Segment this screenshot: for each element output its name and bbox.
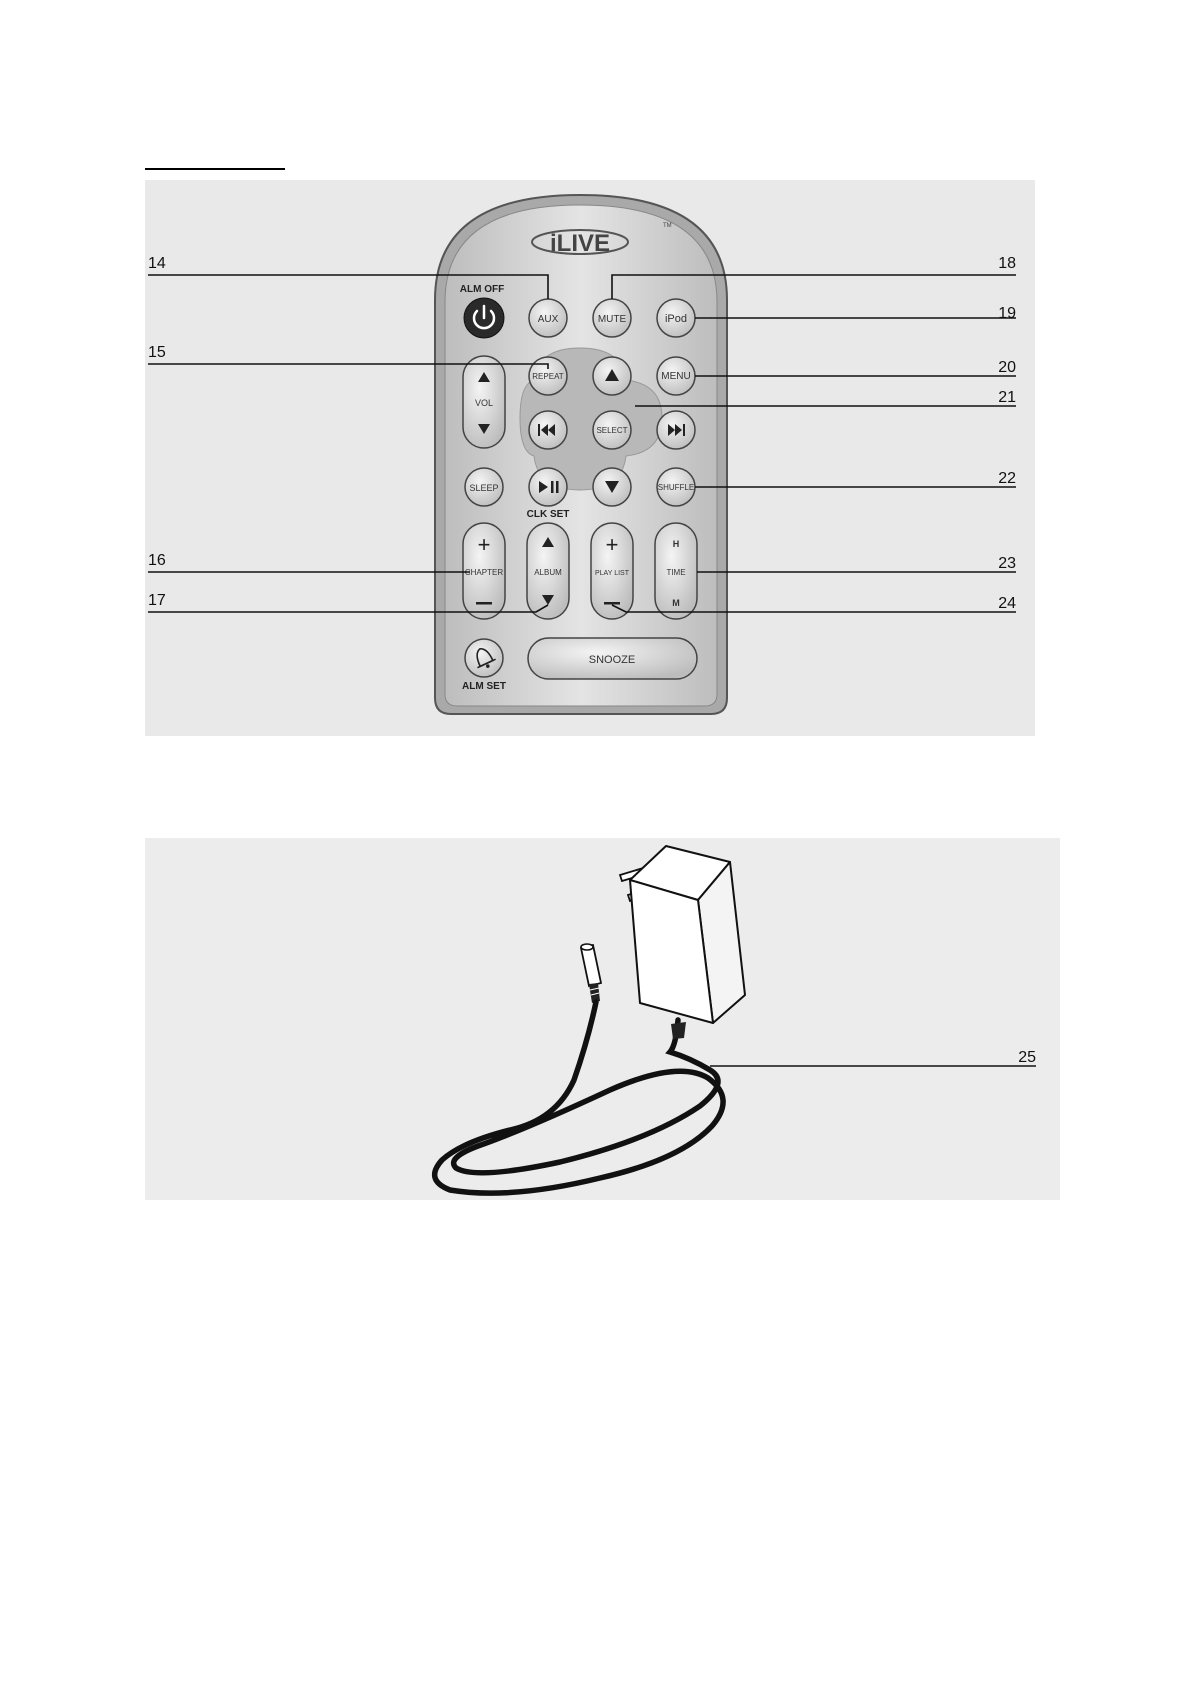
play-list-label: PLAY LIST	[595, 570, 630, 577]
dc-plug	[581, 944, 601, 1003]
repeat-button[interactable]: REPEAT	[529, 357, 567, 395]
svg-text:SLEEP: SLEEP	[469, 483, 498, 493]
alm-off-label: ALM OFF	[460, 284, 504, 295]
adapter-body	[630, 846, 745, 1023]
callout-20: 20	[998, 359, 1016, 376]
volume-rocker[interactable]: VOL	[463, 356, 505, 448]
callout-19: 19	[998, 305, 1016, 322]
callout-22: 22	[998, 470, 1016, 487]
callout-15: 15	[148, 344, 166, 361]
clk-set-label: CLK SET	[527, 509, 570, 520]
aux-button[interactable]: AUX	[529, 299, 567, 337]
callout-14: 14	[148, 255, 166, 272]
album-label: ALBUM	[534, 568, 562, 577]
plus-icon: +	[478, 532, 491, 557]
svg-text:REPEAT: REPEAT	[532, 372, 564, 381]
chapter-label: CHAPTER	[465, 568, 503, 577]
up-button[interactable]	[593, 357, 631, 395]
time-rocker[interactable]: H TIME M	[655, 523, 697, 619]
minus-icon	[604, 602, 620, 605]
select-button[interactable]: SELECT	[593, 411, 631, 449]
power-button[interactable]	[464, 298, 504, 338]
callout-16: 16	[148, 552, 166, 569]
time-hour-label: H	[673, 539, 680, 549]
callout-25: 25	[1018, 1049, 1036, 1066]
remote-control: iLIVE TM ALM OFF AUX MUTE iPod	[435, 195, 727, 714]
svg-text:SELECT: SELECT	[596, 426, 627, 435]
ipod-button[interactable]: iPod	[657, 299, 695, 337]
svg-text:iPod: iPod	[665, 313, 687, 325]
album-rocker[interactable]: ALBUM	[527, 523, 569, 619]
time-minute-label: M	[672, 598, 680, 608]
alm-set-label: ALM SET	[462, 681, 506, 692]
menu-button[interactable]: MENU	[657, 357, 695, 395]
adapter-strain-relief	[671, 1022, 686, 1039]
plus-icon: +	[606, 532, 619, 557]
prev-button[interactable]	[529, 411, 567, 449]
shuffle-button[interactable]: SHUFFLE	[657, 468, 695, 506]
callout-21: 21	[998, 389, 1016, 406]
vol-label: VOL	[475, 398, 493, 408]
snooze-button[interactable]: SNOOZE	[528, 638, 697, 679]
play-pause-button[interactable]	[529, 468, 567, 506]
minus-icon	[476, 602, 492, 605]
svg-text:SNOOZE: SNOOZE	[589, 654, 635, 666]
callout-17: 17	[148, 592, 166, 609]
time-label: TIME	[666, 568, 685, 577]
svg-text:SHUFFLE: SHUFFLE	[658, 483, 694, 492]
callout-24: 24	[998, 595, 1016, 612]
down-button[interactable]	[593, 468, 631, 506]
svg-text:MENU: MENU	[661, 371, 690, 382]
svg-text:iLIVE: iLIVE	[550, 230, 610, 257]
alarm-set-button[interactable]	[465, 639, 503, 677]
chapter-rocker[interactable]: + CHAPTER	[463, 523, 505, 619]
svg-text:MUTE: MUTE	[598, 314, 627, 325]
svg-text:AUX: AUX	[538, 314, 559, 325]
ac-adapter	[435, 846, 745, 1193]
play-list-rocker[interactable]: + PLAY LIST	[591, 523, 633, 619]
callout-18: 18	[998, 255, 1016, 272]
mute-button[interactable]: MUTE	[593, 299, 631, 337]
svg-text:TM: TM	[663, 223, 672, 229]
callout-23: 23	[998, 555, 1016, 572]
adapter-callout: 25	[710, 1049, 1036, 1066]
sleep-button[interactable]: SLEEP	[465, 468, 503, 506]
next-button[interactable]	[657, 411, 695, 449]
